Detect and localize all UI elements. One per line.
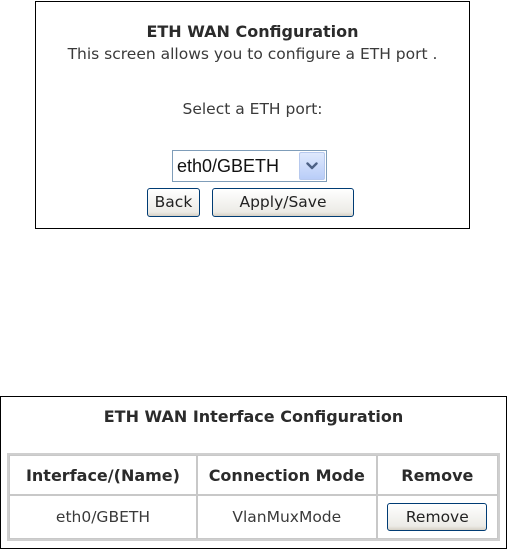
table-row: eth0/GBETH VlanMuxMode Remove	[9, 495, 498, 539]
dropdown-button[interactable]	[299, 152, 325, 180]
eth-port-select[interactable]: eth0/GBETH	[172, 150, 327, 182]
column-header-connection-mode: Connection Mode	[197, 455, 377, 495]
cell-connection-mode: VlanMuxMode	[197, 495, 377, 539]
apply-save-button[interactable]: Apply/Save	[212, 188, 354, 217]
interface-table-title: ETH WAN Interface Configuration	[1, 407, 506, 426]
column-header-remove: Remove	[377, 455, 498, 495]
eth-wan-interface-panel: ETH WAN Interface Configuration Interfac…	[0, 396, 507, 549]
port-select-label: Select a ETH port:	[36, 100, 469, 118]
column-header-interface: Interface/(Name)	[9, 455, 197, 495]
page-title: ETH WAN Configuration	[36, 22, 469, 41]
cell-interface: eth0/GBETH	[9, 495, 197, 539]
chevron-down-icon	[306, 161, 318, 171]
cell-remove: Remove	[377, 495, 498, 539]
remove-button[interactable]: Remove	[387, 503, 487, 531]
page-description: This screen allows you to configure a ET…	[36, 45, 469, 63]
table-header-row: Interface/(Name) Connection Mode Remove	[9, 455, 498, 495]
eth-port-select-value: eth0/GBETH	[177, 156, 279, 177]
eth-wan-config-panel: ETH WAN Configuration This screen allows…	[35, 1, 470, 229]
back-button[interactable]: Back	[147, 188, 200, 217]
interface-table: Interface/(Name) Connection Mode Remove …	[7, 453, 500, 541]
